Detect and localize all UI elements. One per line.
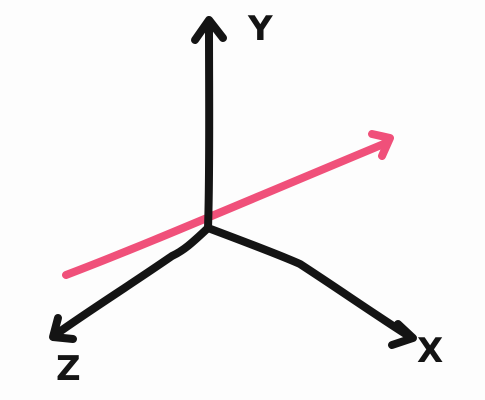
z-axis	[49, 224, 212, 343]
vector-line	[62, 139, 390, 279]
x-axis-arrowhead	[388, 320, 417, 349]
z-axis-line	[51, 224, 212, 339]
y-axis	[191, 16, 227, 232]
y-axis-label: Y	[247, 9, 273, 49]
z-axis-arrowhead	[49, 314, 77, 343]
y-axis-line	[204, 18, 214, 232]
y-axis-arrowhead	[191, 16, 227, 44]
x-axis-label: X	[417, 331, 443, 371]
z-axis-label: Z	[56, 349, 81, 389]
vector-arrowhead	[368, 130, 394, 160]
x-axis-line	[204, 224, 416, 342]
vector-arrow-icon	[62, 130, 394, 279]
x-axis	[204, 224, 417, 349]
